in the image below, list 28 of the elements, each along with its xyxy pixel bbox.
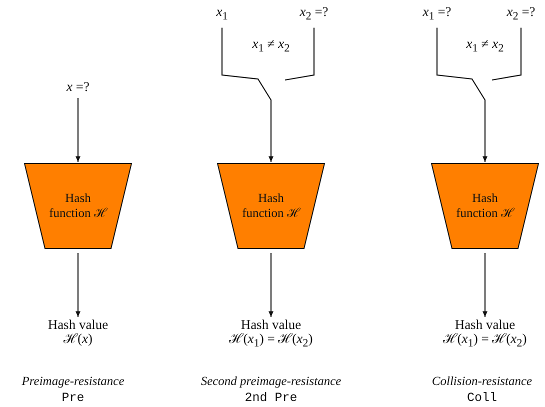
property-abbreviation: Pre: [62, 391, 84, 405]
output-text: Hash value: [454, 318, 516, 332]
output-text: ℋ(x$_{1}$) = ℋ(x$_{2}$): [443, 332, 527, 351]
property-name: Preimage-resistance: [22, 374, 124, 389]
input-text: x$_{1}$: [216, 5, 228, 24]
condition-text: x$_{1}$ ≠ x$_{2}$: [466, 36, 504, 55]
arrow: [221, 28, 274, 162]
property-abbreviation: 2nd Pre: [244, 391, 298, 405]
output-text: ℋ(x): [62, 332, 94, 346]
arrow: [76, 98, 80, 162]
input-text: x$_{2}$ =?: [506, 5, 536, 24]
input-text: x$_{1}$ =?: [422, 5, 452, 24]
arrow: [436, 28, 488, 162]
property-name: Collision-resistance: [432, 374, 532, 389]
arrow: [268, 253, 274, 317]
property-abbreviation: Coll: [467, 391, 497, 405]
block-text: Hash function ℋ: [455, 191, 516, 221]
input-text: x =?: [66, 80, 90, 94]
input-text: x$_{2}$ =?: [300, 5, 328, 24]
block-text: Hash function ℋ: [241, 191, 302, 221]
output-text: Hash value: [48, 318, 108, 332]
condition-text: x$_{1}$ ≠ x$_{2}$: [252, 36, 290, 55]
arrow: [482, 253, 488, 317]
block-text: Hash function ℋ: [48, 191, 108, 221]
property-name: Second preimage-resistance: [200, 374, 342, 389]
output-text: ℋ(x$_{1}$) = ℋ(x$_{2}$): [229, 332, 313, 351]
output-text: Hash value: [240, 318, 302, 332]
arrow: [76, 253, 80, 317]
